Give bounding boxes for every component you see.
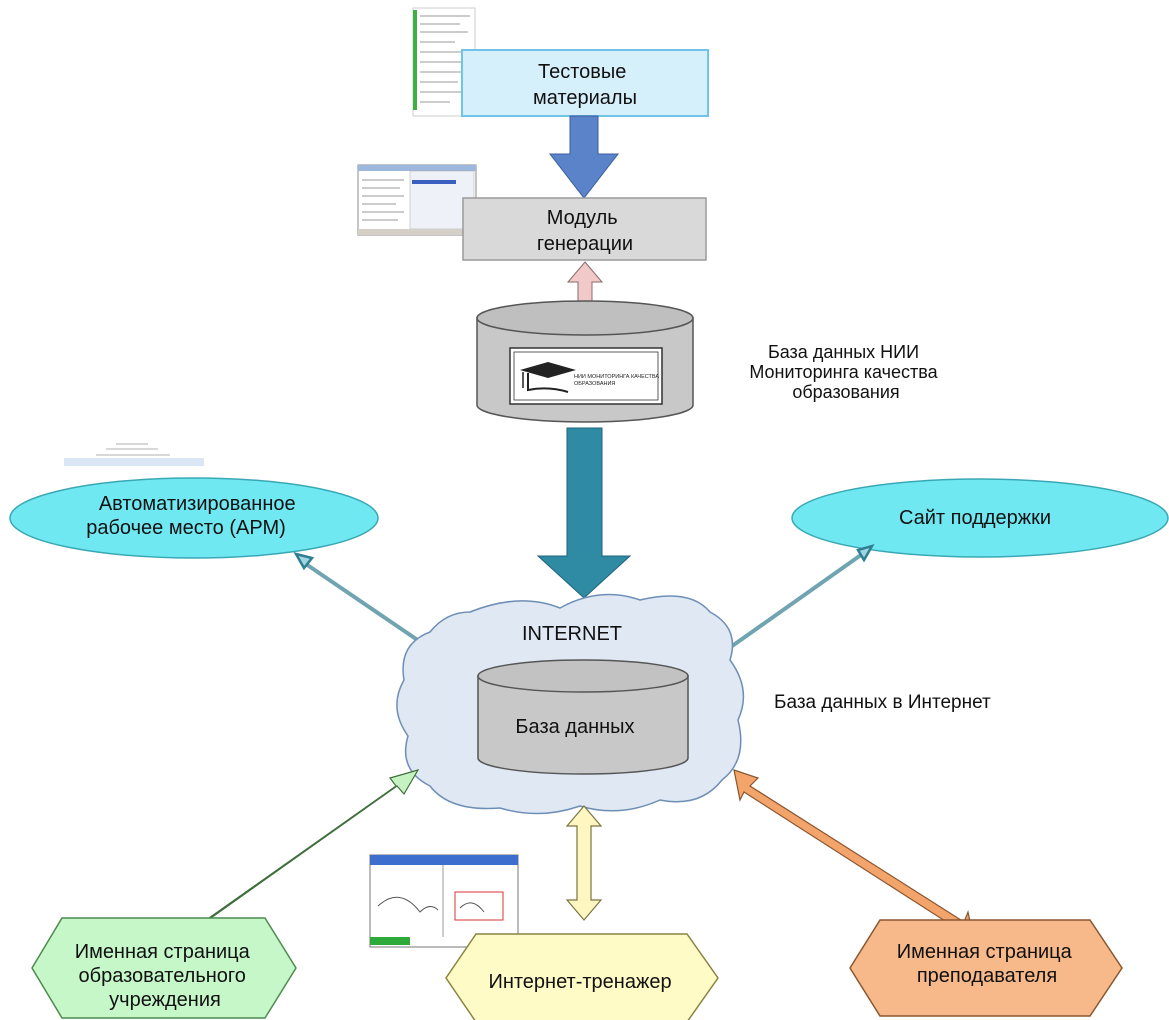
test-materials-box [461, 49, 709, 117]
school-page-node [31, 917, 297, 1019]
database-label: База данных [515, 716, 634, 738]
svg-text:Тестовые материалы: Тестовые материалы [533, 61, 637, 109]
internet-label: INTERNET [522, 623, 622, 645]
internet-database-label: База данных в Интернет [774, 692, 991, 713]
arrow-materials-to-module [548, 115, 620, 199]
teacher-page-node [849, 919, 1123, 1017]
apm-label-2: рабочее место (АРМ) [86, 517, 286, 539]
arrow-teacher-internet [733, 769, 975, 941]
support-site-node [791, 478, 1169, 558]
school-page-label-1: Именная страница [75, 941, 251, 963]
apm-node [9, 477, 379, 559]
apm-thumbnail [62, 440, 204, 468]
apm-label-1: Автоматизированное [99, 493, 296, 515]
svg-text:Именная страница образоват: Именная страница образовательного учрежд… [75, 941, 256, 1011]
nii-logo-text: НИИ МОНИТОРИНГА КАЧЕСТВА ОБРАЗОВАНИЯ [574, 374, 660, 387]
test-materials-label-1-line2: материалы [533, 87, 637, 109]
school-page-label-2: образовательного [79, 965, 246, 987]
generation-module-label: Модуль [547, 207, 618, 229]
school-page-label-3: учреждения [109, 989, 221, 1011]
nii-db-label-3: образования [792, 382, 899, 402]
teacher-page-label-1: Именная страница [897, 941, 1073, 963]
svg-text:Автоматизированное рабочее: Автоматизированное рабочее место (АРМ) [86, 493, 301, 539]
svg-text:Именная страница преподава: Именная страница преподавателя [897, 941, 1078, 987]
test-materials-label-1: Тестовые [538, 61, 626, 83]
svg-text:Интернет-тренажер: Интернет-тренажер [488, 971, 671, 993]
generation-module-label-line2: генерации [537, 233, 633, 255]
generation-module-thumbnail [357, 164, 477, 236]
trainer-label: Интернет-тренажер [488, 971, 671, 993]
nii-db-label-1: База данных НИИ [768, 342, 919, 362]
internet-database-cylinder [477, 659, 689, 775]
svg-text:Модуль генерации: Модуль генерации [537, 207, 633, 255]
arrow-database-to-internet [536, 427, 632, 599]
nii-logo [509, 347, 663, 405]
teacher-page-label-2: преподавателя [917, 965, 1057, 987]
svg-text:База данных в Интернет: База данных в Интернет [774, 692, 991, 713]
svg-text:Сайт поддержки: Сайт поддержки [899, 507, 1051, 529]
trainer-node [445, 933, 719, 1020]
svg-text:База данных НИИ Мониторинг: База данных НИИ Мониторинга качества обр… [749, 342, 942, 402]
nii-db-label-2: Мониторинга качества [749, 362, 938, 382]
graduation-cap-icon [520, 362, 576, 378]
trainer-thumbnail [369, 854, 519, 948]
support-site-label: Сайт поддержки [899, 507, 1051, 529]
generation-module-box [462, 197, 707, 261]
arrow-trainer-internet [565, 805, 603, 921]
svg-text:INTERNET: INTERNET [522, 623, 622, 645]
arrow-support-internet [711, 543, 875, 663]
svg-text:База данных: База данных [515, 716, 634, 738]
